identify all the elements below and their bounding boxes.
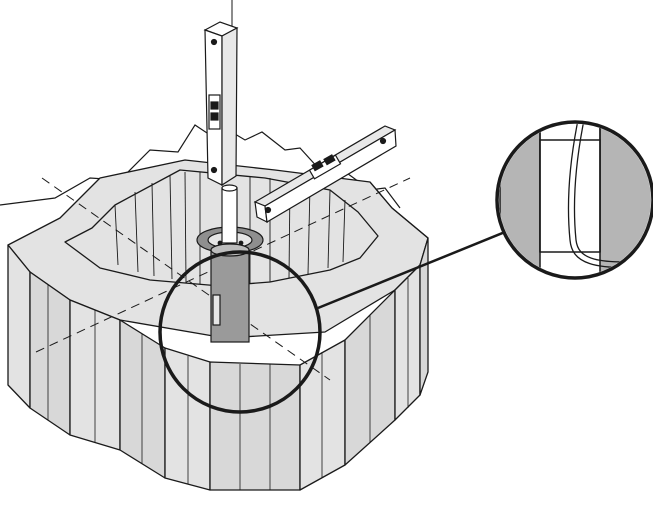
stone-rim-right xyxy=(369,181,429,239)
alignment-lines xyxy=(35,177,411,381)
spirit-level-horizontal-icon xyxy=(253,125,397,224)
ground-sleeve xyxy=(196,226,264,343)
magnifier-circle xyxy=(158,250,322,414)
stone-grain xyxy=(47,278,409,490)
magnifier-detail-icon xyxy=(495,120,653,280)
detail-connector xyxy=(317,228,511,310)
spirit-level-vertical-icon xyxy=(203,21,239,187)
